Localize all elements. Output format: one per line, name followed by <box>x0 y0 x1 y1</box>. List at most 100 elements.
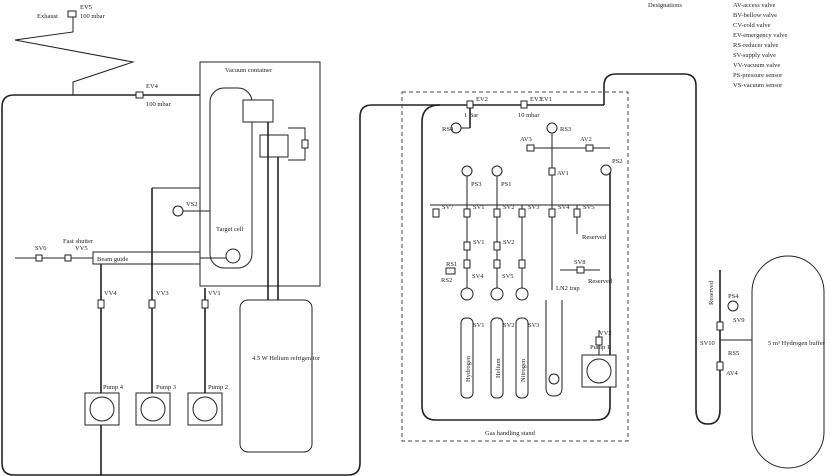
ps3-label: PS3 <box>471 181 481 188</box>
vv1-valve-icon <box>201 299 209 309</box>
beam-guide-label: Beam guide <box>97 256 128 263</box>
sv1-label: SV1 <box>473 204 485 211</box>
gas-handling-stand-label: Gas handling stand <box>485 430 536 437</box>
sv5-label: SV5 <box>583 204 595 211</box>
legend-title: Designations <box>648 2 682 9</box>
pump1-icon <box>586 358 612 384</box>
sv4-valve-icon <box>548 208 556 218</box>
pump4-icon <box>89 396 115 422</box>
exhaust-line <box>14 17 135 95</box>
exhaust-label: Exhaust <box>37 13 58 20</box>
rs4-sensor-icon <box>450 122 462 134</box>
sv5-reducer-label: SV5 <box>502 273 514 280</box>
sv2-cyl-label: SV2 <box>503 322 515 329</box>
sv8-valve-icon <box>576 266 585 274</box>
row2-valve-b <box>493 241 501 251</box>
vacuum-container <box>199 61 321 287</box>
legend-item: AV-access valve <box>733 2 776 9</box>
sv2-valve-icon <box>493 208 501 218</box>
target-cell-label: Target cell <box>216 226 244 233</box>
ln2-trap-label: LN2 trap <box>556 285 580 292</box>
nitrogen-label: Nitrogen <box>520 358 527 382</box>
sv6-label: SV6 <box>35 245 47 252</box>
ev4-pressure-label: 100 mbar <box>146 101 172 108</box>
helium-refrigerator-label: 4.5 W Helium refrigerator <box>252 355 321 362</box>
sv10-valve-icon <box>716 361 724 371</box>
rs1-valve-icon <box>445 267 456 275</box>
v-10mbar-label: 10 mbar <box>518 112 540 119</box>
target-cell-circle-icon <box>225 248 241 264</box>
ev2-valve-icon <box>466 100 474 109</box>
av3-label: AV3 <box>520 136 532 143</box>
pump2-label: Pump 2 <box>208 384 228 391</box>
cv-valve-icon <box>301 139 309 149</box>
reducer-icon-a <box>460 287 474 301</box>
cold-head-lower <box>259 134 289 158</box>
nitrogen-cylinder <box>515 317 529 399</box>
rs1-label: RS1 <box>446 261 457 268</box>
helium-cylinder <box>490 317 504 399</box>
vacuum-container-label: Vacuum container <box>225 67 273 74</box>
hydrogen-label: Hydrogen <box>465 355 472 382</box>
cold-head-upper <box>242 99 274 123</box>
reserved-label-1: Reserved <box>582 234 607 241</box>
row3-valve-c <box>518 259 526 269</box>
ln2-trap <box>545 300 563 397</box>
sv1-valve-icon <box>463 208 471 218</box>
sv2-row2-label: SV2 <box>503 239 515 246</box>
av4-label: AV4 <box>726 370 739 377</box>
reducer-icon-b <box>490 287 504 301</box>
sv8-label: SV8 <box>574 259 586 266</box>
helium-refrigerator <box>239 299 313 453</box>
vv2-valve-icon <box>595 336 603 346</box>
legend-item: VS-vacuum sensor <box>733 82 783 89</box>
ev2-label: EV2 <box>476 96 488 103</box>
rs2-label: RS2 <box>441 277 452 284</box>
legend-item: PS-pressure sensor <box>733 72 783 79</box>
sv1-cyl-label: SV1 <box>473 322 485 329</box>
vs2-sensor-icon <box>172 205 184 217</box>
av2-valve-icon <box>585 144 594 152</box>
gas-handling-stand <box>401 91 629 442</box>
vv1-label: VV1 <box>208 290 221 297</box>
legend-item: EV-emergency valve <box>733 32 788 39</box>
row3-valve-b <box>493 259 501 269</box>
hydrogen-buffer <box>751 255 825 469</box>
target-cell-vessel <box>209 87 253 269</box>
vv4-valve-icon <box>97 299 105 309</box>
ps3-gauge-icon <box>461 165 473 177</box>
legend-item: BV-bellow valve <box>733 12 777 19</box>
reserved-label-2: Reserved <box>588 278 613 285</box>
av2-label: AV2 <box>580 136 592 143</box>
pump4-label: Pump 4 <box>103 384 124 391</box>
ps2-sensor-icon <box>600 164 612 176</box>
rs4-label: RS4 <box>442 126 454 133</box>
ps2-label: PS2 <box>612 158 622 165</box>
sv1-row2-label: SV1 <box>473 239 485 246</box>
ps4-label: PS4 <box>728 293 739 300</box>
pump2-icon <box>192 396 218 422</box>
rs3-label: RS3 <box>560 126 571 133</box>
pump3-label: Pump 3 <box>156 384 176 391</box>
legend-item: VV-vacuum valve <box>733 62 781 69</box>
fast-shutter-icon <box>64 254 72 262</box>
ev4-valve-icon <box>135 91 144 99</box>
main-return-pipe <box>1 94 604 476</box>
vv4-label: VV4 <box>104 290 117 297</box>
row3-valve-a <box>463 259 471 269</box>
ps1-label: PS1 <box>501 181 511 188</box>
av3-valve-icon <box>526 144 535 152</box>
v-1bar-label: 1 Bar <box>464 112 479 119</box>
ev4-label: EV4 <box>146 83 159 90</box>
ev5-pressure-label: 100 mbar <box>80 13 106 20</box>
legend-item: RS-reducer valve <box>733 42 779 49</box>
ev3-valve-icon <box>520 100 528 109</box>
sv9-label: SV9 <box>733 317 745 324</box>
sv10-label: SV10 <box>700 340 715 347</box>
vv2-label: VV2 <box>599 330 612 337</box>
sv3-cyl-label: SV3 <box>528 322 540 329</box>
sv5-valve-icon <box>573 208 581 218</box>
ln2-trap-bulb-icon <box>548 373 560 385</box>
helium-label: Helium <box>495 359 502 379</box>
row2-valve-a <box>463 241 471 251</box>
